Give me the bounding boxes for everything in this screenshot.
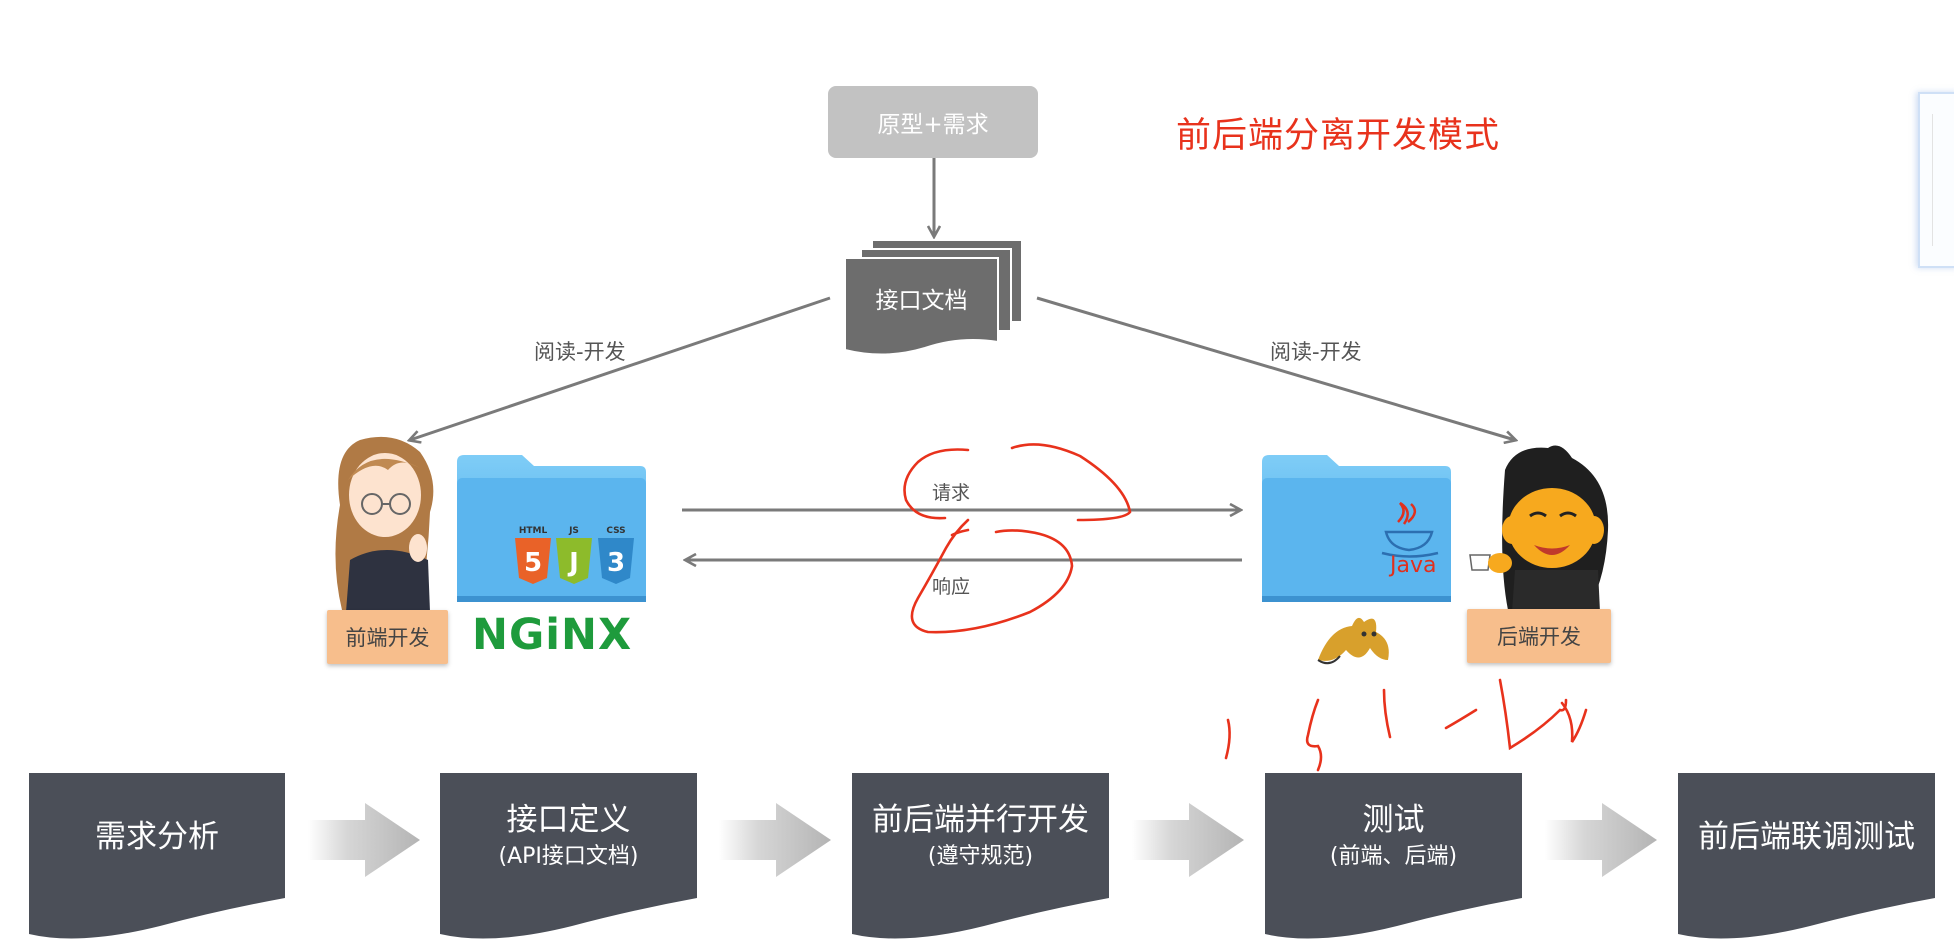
- step-box-3: [852, 773, 1109, 939]
- java-cup-icon: [1381, 501, 1439, 558]
- process-arrows: [308, 803, 1657, 877]
- css-label: CSS: [606, 526, 626, 536]
- backend-folder-icon: [1262, 455, 1451, 602]
- side-panel: [1918, 92, 1954, 268]
- html-label: HTML: [518, 526, 548, 536]
- step-box-5: [1678, 773, 1935, 939]
- red-annotations: [903, 443, 1588, 772]
- annotation-stroke-1: [1224, 718, 1231, 760]
- annotation-stroke-5: [1498, 678, 1568, 751]
- frontend-badge: 前端开发: [327, 610, 448, 664]
- step-box-1: [29, 773, 285, 939]
- step-box-4: [1265, 773, 1522, 939]
- annotation-response-loop: [910, 518, 1074, 634]
- js-icon: [556, 538, 592, 584]
- step-box-2: [440, 773, 697, 939]
- process-arrow-1: [308, 803, 420, 877]
- annotation-stroke-6: [1560, 701, 1588, 743]
- svg-text:J: J: [567, 548, 579, 578]
- js-label: JS: [569, 526, 579, 536]
- html5-icon: [515, 538, 551, 584]
- process-arrow-4: [1545, 803, 1657, 877]
- requirement-box: 原型+需求: [828, 86, 1038, 158]
- svg-text:3: 3: [607, 548, 625, 578]
- edge-label-right: 阅读-开发: [1270, 340, 1362, 364]
- annotation-request-right: [1010, 443, 1132, 522]
- frontend-avatar-icon: [335, 436, 434, 612]
- edge-label-left: 阅读-开发: [534, 340, 626, 364]
- annotation-response-tail: [950, 528, 970, 537]
- java-logo-text: Java: [1390, 553, 1437, 578]
- response-label: 响应: [932, 576, 971, 598]
- annotation-request-left: [903, 448, 970, 520]
- annotation-stroke-2: [1305, 698, 1323, 772]
- frontend-folder-icon: 5 J 3: [457, 455, 646, 602]
- api-doc-shape: [844, 239, 1023, 356]
- annotation-stroke-4: [1444, 708, 1478, 730]
- coffee-cup-icon: [1469, 554, 1491, 571]
- arrow-doc-to-frontend: [410, 296, 831, 440]
- process-shapes: [29, 773, 1935, 939]
- page-title: 前后端分离开发模式: [1176, 116, 1501, 156]
- side-panel-inner: [1932, 114, 1954, 246]
- api-doc-label: 接口文档: [875, 288, 968, 314]
- tomcat-icon: [1317, 617, 1389, 665]
- arrow-doc-to-backend: [1036, 296, 1515, 440]
- backend-badge: 后端开发: [1467, 609, 1611, 663]
- svg-text:5: 5: [524, 548, 542, 578]
- request-label: 请求: [932, 482, 971, 504]
- process-arrow-2: [719, 803, 831, 877]
- nginx-logo: NGiNX: [472, 610, 633, 660]
- process-arrow-3: [1132, 803, 1244, 877]
- annotation-stroke-3: [1382, 688, 1392, 739]
- backend-avatar-icon: [1469, 445, 1609, 612]
- css3-icon: [598, 538, 634, 584]
